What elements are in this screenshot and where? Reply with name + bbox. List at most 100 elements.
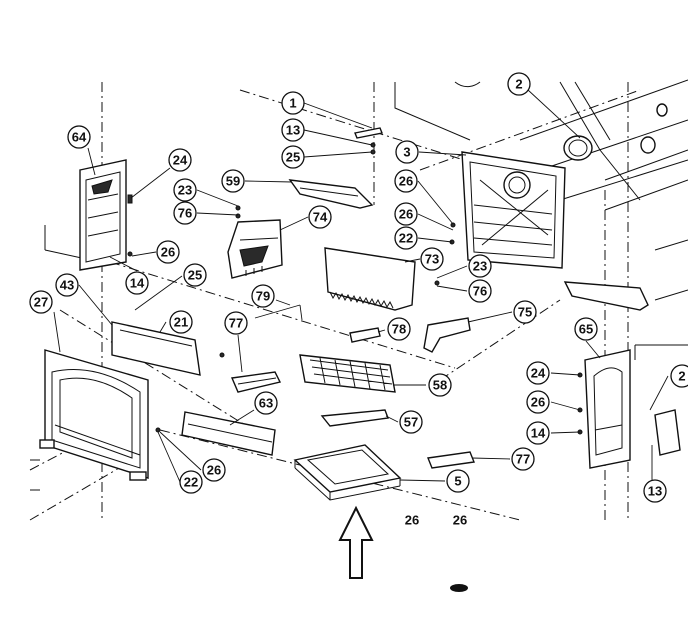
- callout-75: 75: [513, 300, 537, 324]
- cropped-labels: 26 26: [395, 513, 475, 534]
- callout-21: 21: [169, 310, 193, 334]
- part-21-front-bar: [111, 321, 201, 376]
- part-59-baffle-bracket: [288, 179, 374, 209]
- svg-text:26: 26: [399, 207, 413, 222]
- part-77-clip-left: [230, 371, 282, 393]
- callout-25: 25: [183, 263, 207, 287]
- part-63-front-lip: [181, 411, 276, 456]
- svg-text:13: 13: [286, 123, 300, 138]
- callout-26: 26: [156, 240, 180, 264]
- svg-text:25: 25: [286, 150, 300, 165]
- part-78-small-bracket: [349, 327, 381, 343]
- svg-text:78: 78: [392, 322, 406, 337]
- callout-57: 57: [399, 410, 423, 434]
- callout-26: 26: [202, 458, 226, 482]
- svg-text:14: 14: [531, 426, 546, 441]
- svg-text:57: 57: [404, 415, 418, 430]
- svg-text:76: 76: [473, 284, 487, 299]
- callout-24: 24: [526, 361, 550, 385]
- svg-text:22: 22: [184, 475, 198, 490]
- part-5-ash-pan: [293, 444, 402, 501]
- part-27-front-frame: [30, 349, 149, 491]
- callout-64: 64: [67, 125, 91, 149]
- callout-27: 27: [29, 290, 53, 314]
- part-75-bracket: [423, 317, 471, 353]
- svg-text:24: 24: [173, 153, 188, 168]
- callout-26: 26: [394, 202, 418, 226]
- svg-text:73: 73: [425, 252, 439, 267]
- callout-26: 26: [394, 169, 418, 193]
- callout-59: 59: [221, 169, 245, 193]
- callout-3: 3: [395, 140, 419, 164]
- svg-text:14: 14: [130, 276, 145, 291]
- svg-text:2: 2: [678, 369, 685, 384]
- svg-text:26: 26: [207, 463, 221, 478]
- callout-14: 14: [526, 421, 550, 445]
- svg-text:24: 24: [531, 366, 546, 381]
- svg-text:27: 27: [34, 295, 48, 310]
- svg-text:1: 1: [289, 96, 296, 111]
- cropped-label: 26: [453, 513, 467, 528]
- part-57-bar: [320, 409, 389, 427]
- part-65-right-door: [584, 349, 631, 469]
- svg-text:21: 21: [174, 315, 188, 330]
- svg-text:2: 2: [515, 77, 522, 92]
- svg-text:76: 76: [178, 206, 192, 221]
- svg-text:77: 77: [229, 316, 243, 331]
- callout-26: 26: [526, 390, 550, 414]
- svg-text:26: 26: [531, 395, 545, 410]
- callout-63: 63: [254, 391, 278, 415]
- svg-text:26: 26: [161, 245, 175, 260]
- part-79-rod: [254, 304, 303, 321]
- callout-74: 74: [308, 205, 332, 229]
- svg-text:75: 75: [518, 305, 532, 320]
- svg-text:26: 26: [399, 174, 413, 189]
- callout-65: 65: [574, 317, 598, 341]
- svg-text:63: 63: [259, 396, 273, 411]
- callout-14: 14: [125, 271, 149, 295]
- part-right-cropped: [563, 281, 688, 456]
- background-body-outline: [394, 79, 688, 301]
- svg-text:79: 79: [256, 289, 270, 304]
- ink-mark: [450, 584, 468, 592]
- svg-text:22: 22: [399, 231, 413, 246]
- leader-lines: [53, 89, 669, 483]
- callout-23: 23: [468, 254, 492, 278]
- callout-43: 43: [55, 273, 79, 297]
- callout-2: 2: [507, 72, 531, 96]
- svg-text:5: 5: [454, 474, 461, 489]
- callout-77: 77: [224, 311, 248, 335]
- callout-76: 76: [468, 279, 492, 303]
- callout-78: 78: [387, 317, 411, 341]
- svg-text:65: 65: [579, 322, 593, 337]
- fasteners: [127, 127, 583, 435]
- part-77-clip-right: [427, 451, 475, 469]
- part-58-grate: [299, 354, 396, 393]
- callout-73: 73: [420, 247, 444, 271]
- svg-text:74: 74: [313, 210, 328, 225]
- part-64-side-panel: [79, 159, 127, 271]
- svg-text:77: 77: [516, 452, 530, 467]
- svg-text:64: 64: [72, 130, 87, 145]
- cropped-label: 26: [405, 513, 419, 528]
- callout-23: 23: [173, 178, 197, 202]
- svg-text:59: 59: [226, 174, 240, 189]
- callout-77: 77: [511, 447, 535, 471]
- svg-text:25: 25: [188, 268, 202, 283]
- callout-13: 13: [643, 479, 667, 503]
- callout-58: 58: [428, 373, 452, 397]
- svg-text:58: 58: [433, 378, 447, 393]
- part-73-comb-plate: [324, 247, 416, 311]
- svg-text:23: 23: [473, 259, 487, 274]
- part-74-burner-box: [227, 219, 283, 279]
- svg-text:43: 43: [60, 278, 74, 293]
- callout-79: 79: [251, 284, 275, 308]
- callout-2-cropped: 2: [670, 364, 688, 388]
- callout-76: 76: [173, 201, 197, 225]
- callout-13: 13: [281, 118, 305, 142]
- callout-5: 5: [446, 469, 470, 493]
- callout-1: 1: [281, 91, 305, 115]
- svg-text:3: 3: [403, 145, 410, 160]
- svg-text:23: 23: [178, 183, 192, 198]
